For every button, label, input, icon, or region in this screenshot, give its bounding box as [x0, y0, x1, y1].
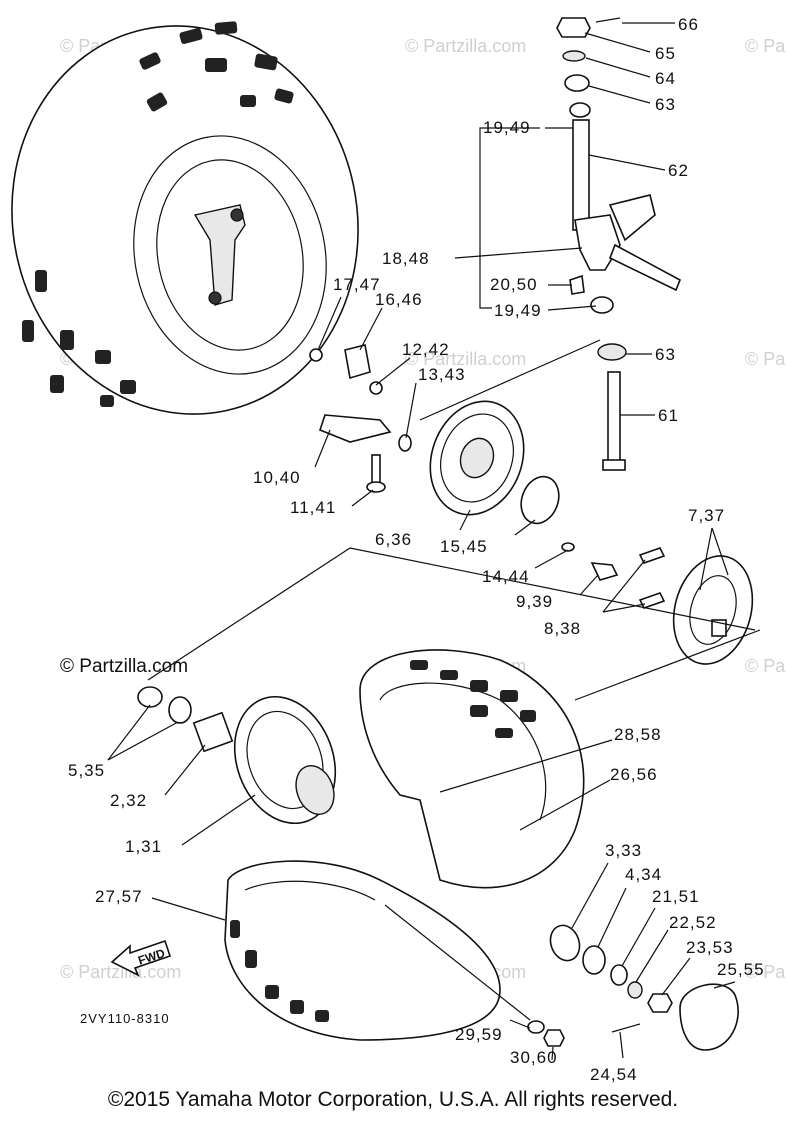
callout-26-56: 26,56 — [610, 765, 658, 784]
callout-17-47: 17,47 — [333, 275, 381, 294]
callout-18-48: 18,48 — [382, 249, 430, 268]
callout-15-45: 15,45 — [440, 537, 488, 556]
callout-9-39: 9,39 — [516, 592, 553, 611]
drawing-code: 2VY110-8310 — [80, 1011, 170, 1026]
callout-2-32: 2,32 — [110, 791, 147, 810]
hub-bearings — [137, 686, 337, 825]
callout-22-52: 22,52 — [669, 913, 717, 932]
callout-24-54: 24,54 — [590, 1065, 638, 1084]
callout-12-42: 12,42 — [402, 340, 450, 359]
callout-23-53: 23,53 — [686, 938, 734, 957]
axle-parts — [527, 924, 739, 1051]
callout-63-lower: 63 — [655, 345, 676, 364]
callout-1-31: 1,31 — [125, 837, 162, 856]
callout-7-37: 7,37 — [688, 506, 725, 525]
callout-16-46: 16,46 — [375, 290, 423, 309]
callout-25-55: 25,55 — [717, 960, 765, 979]
callout-4-34: 4,34 — [625, 865, 662, 884]
callout-14-44: 14,44 — [482, 567, 530, 586]
callout-labels: 66 65 64 63 62 19,49 18,48 20,50 19,49 1… — [68, 15, 765, 1084]
watermark-main: © Partzilla.com — [60, 656, 188, 677]
callout-13-43: 13,43 — [418, 365, 466, 384]
callout-65: 65 — [655, 44, 676, 63]
callout-3-33: 3,33 — [605, 841, 642, 860]
callout-64: 64 — [655, 69, 676, 88]
watermark-top-center: © Partzilla.com — [405, 36, 526, 56]
callout-11-41: 11,41 — [290, 498, 336, 517]
callout-63-top: 63 — [655, 95, 676, 114]
copyright-notice: ©2015 Yamaha Motor Corporation, U.S.A. A… — [107, 1088, 679, 1111]
watermark-bottom-left: © Partzilla.com — [60, 962, 181, 982]
watermark-top-right: © Partzilla.com — [745, 36, 786, 56]
callout-28-58: 28,58 — [614, 725, 662, 744]
callout-6-36: 6,36 — [375, 530, 412, 549]
callout-27-57: 27,57 — [95, 887, 143, 906]
split-rim — [224, 649, 585, 1041]
brake-shoes — [561, 542, 754, 665]
brake-drum — [309, 344, 560, 525]
watermark-lower-right: © Partzilla.com — [745, 656, 786, 676]
callout-21-51: 21,51 — [652, 887, 700, 906]
knuckle-assembly — [556, 17, 682, 471]
watermark-mid-center: © Partzilla.com — [405, 349, 526, 369]
callout-61: 61 — [658, 406, 679, 425]
callout-8-38: 8,38 — [544, 619, 581, 638]
watermark-bottom-right: © Partzilla.com — [745, 962, 786, 982]
callout-5-35: 5,35 — [68, 761, 105, 780]
callout-66: 66 — [678, 15, 699, 34]
callout-10-40: 10,40 — [253, 468, 301, 487]
watermark-mid-right: © Partzilla.com — [745, 349, 786, 369]
assembled-wheel — [11, 21, 359, 415]
callout-19-49-top: 19,49 — [483, 118, 531, 137]
callout-62: 62 — [668, 161, 689, 180]
leader-lines — [107, 22, 761, 1061]
callout-29-59: 29,59 — [455, 1025, 503, 1044]
callout-30-60: 30,60 — [510, 1048, 558, 1067]
callout-20-50: 20,50 — [490, 275, 538, 294]
callout-19-49-bottom: 19,49 — [494, 301, 542, 320]
